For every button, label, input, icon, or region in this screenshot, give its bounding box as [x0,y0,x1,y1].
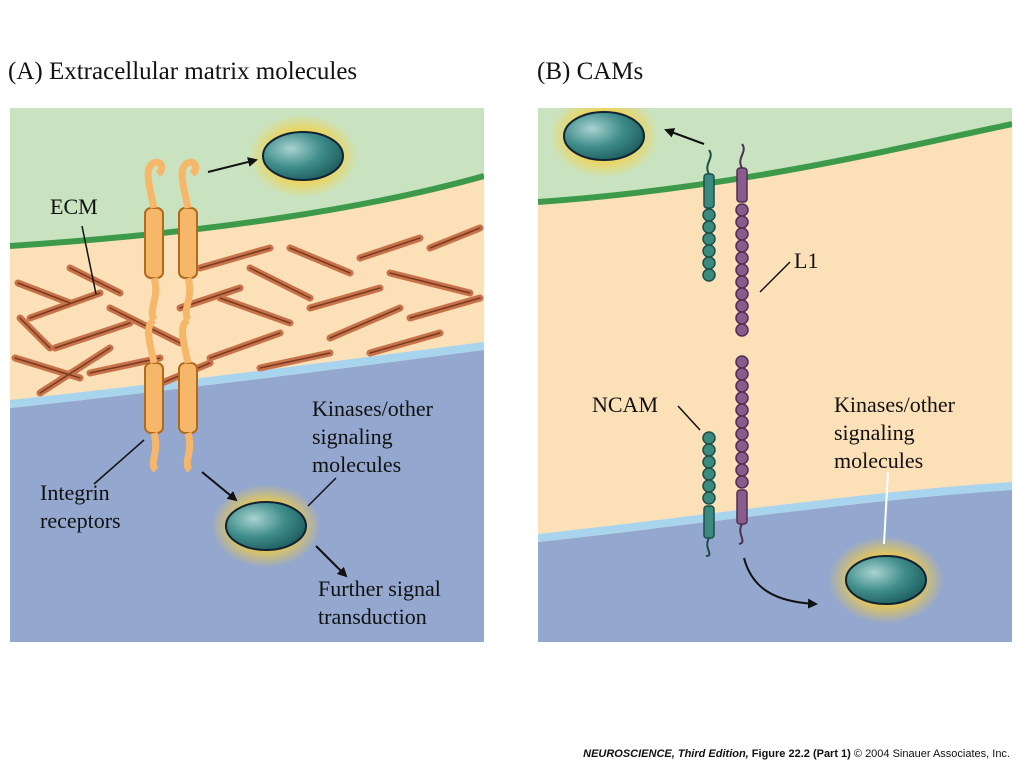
panel-b-illustration [538,108,1012,642]
figure-caption: NEUROSCIENCE, Third Edition, Figure 22.2… [583,748,1010,760]
upper-cell [10,108,484,246]
panel-a-illustration [10,108,484,642]
arrow-to-upper-molecule [664,128,705,145]
l1-molecules [735,143,749,545]
panel-a-extracellular-matrix: ECM Integrin receptors Kinases/other sig… [10,108,484,642]
kinases-leader-line [307,477,337,507]
panel-a-title: (A) Extracellular matrix molecules [8,58,358,85]
lower-cell-membrane [10,342,484,408]
lower-cell-membrane [538,482,1012,542]
panel-b-title: (B) CAMs [537,58,644,85]
arrow-to-lower-molecule [743,557,818,609]
kinases-leader-line [883,471,889,545]
integrin-label-line2: receptors [40,508,121,533]
upper-cell-membrane [538,121,1012,205]
integrin-leader-line [93,439,145,485]
caption-book: NEUROSCIENCE [583,748,672,760]
l1-label: L1 [794,248,819,273]
kinases-label-line3: molecules [834,448,924,473]
ecm-fibers [11,224,484,397]
caption-figure: Figure 22.2 (Part 1) [748,748,851,760]
kinases-label-line2: signaling [834,420,915,445]
caption-copyright: © 2004 Sinauer Associates, Inc. [853,748,1010,760]
lower-signaling-molecule [845,555,927,605]
ncam-leader-line [677,405,701,431]
arrow-further-transduction [315,545,348,578]
integrin-label-line1: Integrin [40,480,110,505]
lower-signaling-molecule [225,501,307,551]
panel-b-cams: L1 NCAM Kinases/other signaling molecule… [538,108,1012,642]
ncam-molecules [702,149,716,557]
kinases-label-line2: signaling [312,424,393,449]
further-label-line1: Further signal [318,576,441,601]
kinases-label-line1: Kinases/other [834,392,955,417]
l1-leader-line [759,261,791,293]
arrow-to-upper-molecule [207,157,258,173]
caption-edition: , Third Edition, [671,748,749,760]
ecm-label: ECM [50,194,98,219]
further-label-line2: transduction [318,604,427,629]
upper-signaling-molecule [262,131,344,181]
upper-cell-membrane [10,173,484,249]
upper-signaling-molecule [563,111,645,161]
kinases-label-line1: Kinases/other [312,396,433,421]
integrin-receptors [144,158,200,473]
ncam-label: NCAM [592,392,659,417]
ecm-leader-line [81,225,97,295]
kinases-label-line3: molecules [312,452,402,477]
arrow-to-lower-molecule [201,471,238,502]
